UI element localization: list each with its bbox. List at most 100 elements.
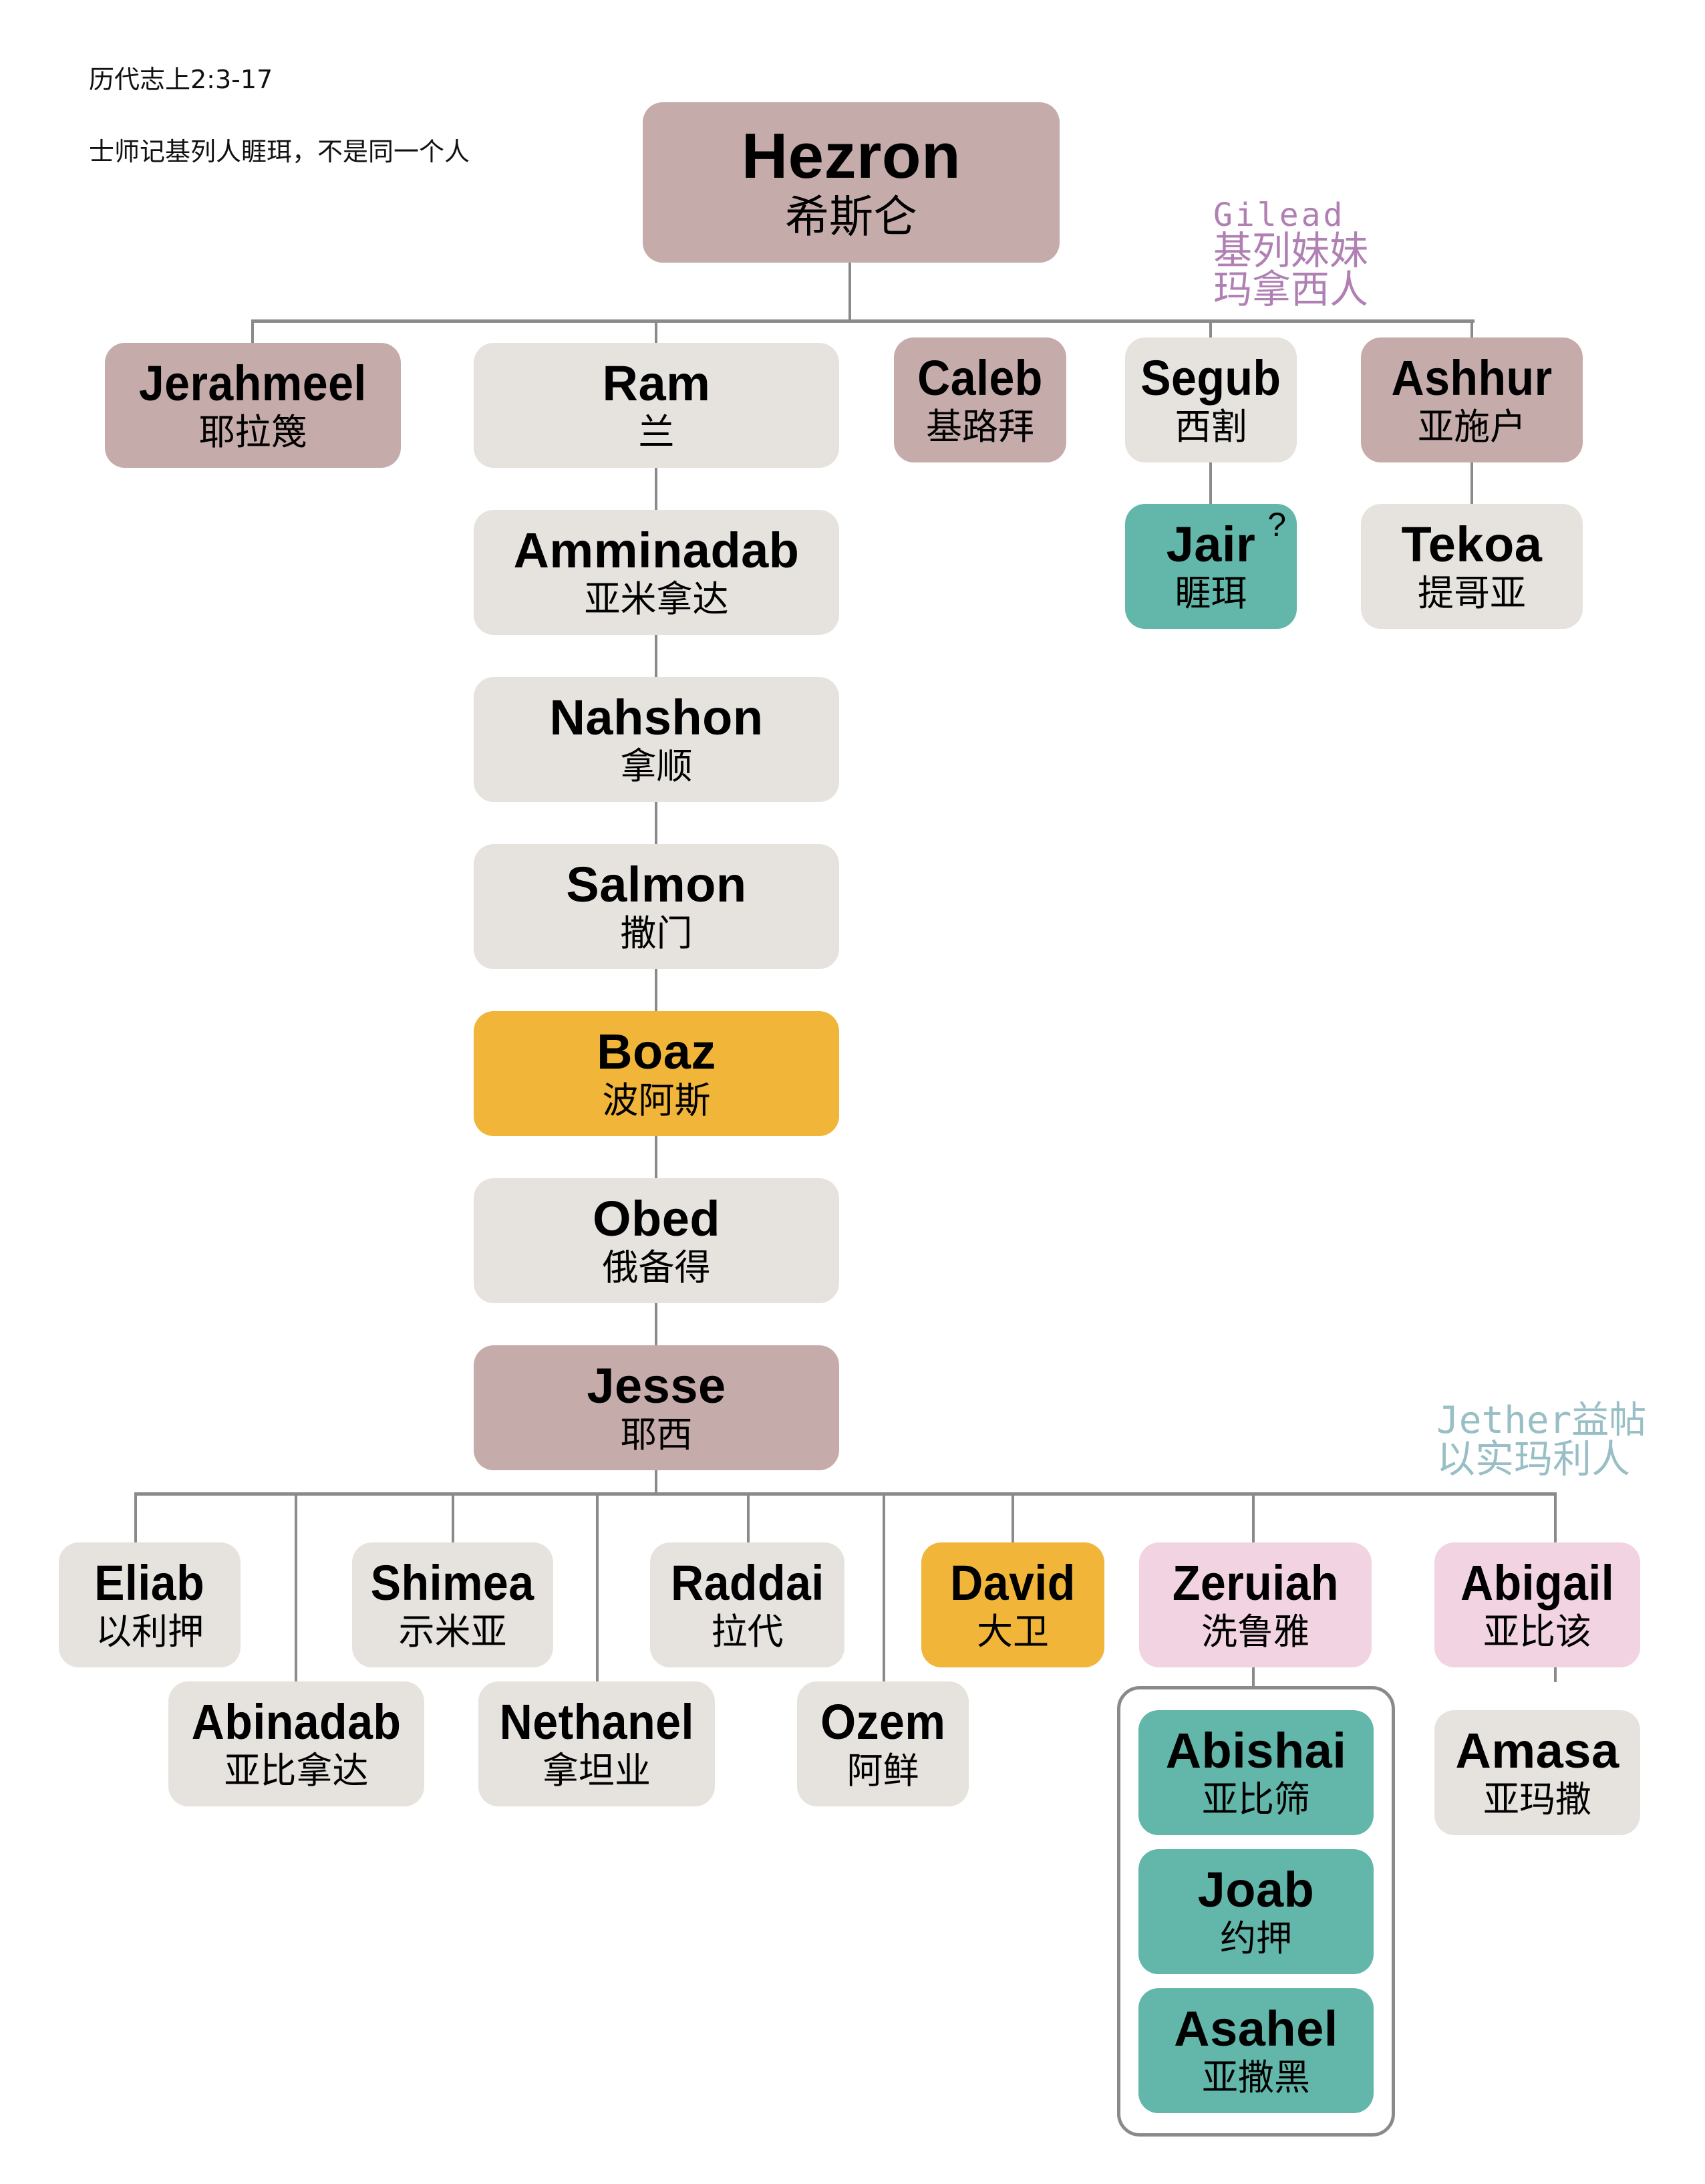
node-boaz[interactable]: Boaz 波阿斯 — [474, 1011, 839, 1136]
node-name-zh: 睚珥 — [1175, 572, 1247, 615]
node-obed[interactable]: Obed 俄备得 — [474, 1178, 839, 1303]
node-name-en: Abishai — [1165, 1723, 1347, 1779]
connector-boaz-obed — [655, 1136, 657, 1179]
node-amminadab[interactable]: Amminadab 亚米拿达 — [474, 510, 839, 635]
node-abigail[interactable]: Abigail 亚比该 — [1434, 1542, 1640, 1667]
connector-nahshon-salmon — [655, 802, 657, 845]
node-ram[interactable]: Ram 兰 — [474, 343, 839, 468]
node-name-zh: 洗鲁雅 — [1201, 1611, 1309, 1653]
connector-abigail-amasa — [1554, 1667, 1557, 1682]
node-tekoa[interactable]: Tekoa 提哥亚 — [1361, 504, 1583, 629]
connector-salmon-boaz — [655, 969, 657, 1012]
node-name-en: Zeruiah — [1172, 1555, 1339, 1611]
connector-eliab — [134, 1492, 137, 1543]
node-name-en: Jerahmeel — [138, 356, 367, 412]
node-abinadab[interactable]: Abinadab 亚比拿达 — [168, 1681, 424, 1806]
node-name-zh: 亚比该 — [1483, 1611, 1591, 1653]
node-salmon[interactable]: Salmon 撒门 — [474, 844, 839, 969]
node-name-en: Nethanel — [499, 1694, 694, 1750]
node-zeruiah[interactable]: Zeruiah 洗鲁雅 — [1139, 1542, 1372, 1667]
connector-ram-amminadab — [655, 468, 657, 511]
node-ashhur[interactable]: Ashhur 亚施户 — [1361, 337, 1583, 462]
node-name-en: Ashhur — [1391, 350, 1553, 406]
jether-annotation-line: Jether益帖 — [1436, 1399, 1647, 1442]
node-name-en: Amasa — [1455, 1723, 1619, 1779]
node-name-en: Salmon — [566, 857, 747, 913]
node-name-en: Obed — [592, 1191, 721, 1247]
connector-abigail — [1554, 1492, 1557, 1543]
node-caleb[interactable]: Caleb 基路拜 — [894, 337, 1066, 462]
node-name-en: Segub — [1140, 350, 1281, 406]
node-name-en: Jair — [1166, 517, 1256, 573]
connector-nethanel — [596, 1492, 599, 1682]
zeruiah-sons-group — [1117, 1686, 1395, 2137]
node-name-zh: 基路拜 — [926, 406, 1034, 448]
node-name-zh: 西割 — [1175, 406, 1247, 448]
node-name-zh: 以利押 — [96, 1611, 204, 1653]
node-name-zh: 阿鲜 — [846, 1750, 919, 1792]
connector-shimea — [452, 1492, 454, 1543]
node-name-en: Shimea — [371, 1555, 534, 1611]
node-name-en: Raddai — [670, 1555, 824, 1611]
connector-ashhur — [1470, 319, 1473, 338]
node-name-zh: 亚米拿达 — [584, 578, 729, 621]
node-name-en: Joab — [1197, 1862, 1315, 1918]
node-name-zh: 俄备得 — [602, 1246, 711, 1289]
node-nethanel[interactable]: Nethanel 拿坦业 — [478, 1681, 715, 1806]
node-shimea[interactable]: Shimea 示米亚 — [352, 1542, 553, 1667]
node-name-zh: 拿坦业 — [542, 1750, 651, 1792]
node-name-zh: 大卫 — [977, 1611, 1049, 1653]
node-jerahmeel[interactable]: Jerahmeel 耶拉篾 — [105, 343, 401, 468]
node-name-en: Ram — [602, 356, 711, 412]
node-eliab[interactable]: Eliab 以利押 — [59, 1542, 241, 1667]
node-jair[interactable]: Jair 睚珥 ? — [1125, 504, 1297, 629]
node-name-zh: 希斯仑 — [785, 191, 917, 243]
node-ozem[interactable]: Ozem 阿鲜 — [797, 1681, 969, 1806]
node-david[interactable]: David 大卫 — [921, 1542, 1104, 1667]
node-joab[interactable]: Joab 约押 — [1138, 1849, 1374, 1974]
connector-ozem — [883, 1492, 885, 1682]
node-name-zh: 耶西 — [620, 1413, 693, 1456]
node-nahshon[interactable]: Nahshon 拿顺 — [474, 677, 839, 802]
node-hezron[interactable]: Hezron 希斯仑 — [643, 102, 1060, 263]
connector-raddai — [747, 1492, 750, 1543]
gilead-annotation-line: Gilead — [1213, 196, 1346, 234]
node-name-en: Eliab — [94, 1555, 205, 1611]
remark-note: 士师记基列人睚珥，不是同一个人 — [89, 137, 470, 166]
node-name-en: Tekoa — [1401, 517, 1543, 573]
node-name-en: Abinadab — [191, 1694, 402, 1750]
reference-note: 历代志上2:3-17 — [89, 65, 273, 94]
connector-david — [1012, 1492, 1014, 1543]
node-name-zh: 亚施户 — [1418, 406, 1526, 448]
node-name-en: Boaz — [597, 1024, 716, 1080]
node-name-zh: 示米亚 — [398, 1611, 507, 1653]
node-asahel[interactable]: Asahel 亚撒黑 — [1138, 1988, 1374, 2113]
connector-jerahmeel — [251, 319, 254, 344]
node-abishai[interactable]: Abishai 亚比筛 — [1138, 1710, 1374, 1835]
node-name-en: Amminadab — [513, 523, 800, 579]
node-name-en: Ozem — [820, 1694, 946, 1750]
node-amasa[interactable]: Amasa 亚玛撒 — [1434, 1710, 1640, 1835]
connector-zeruiah — [1252, 1492, 1255, 1543]
connector-ram — [655, 319, 657, 344]
node-segub[interactable]: Segub 西割 — [1125, 337, 1297, 462]
connector-segub — [1209, 319, 1212, 338]
gilead-annotation: Gilead 基列妹妹 玛拿西人 — [1213, 199, 1368, 309]
node-jesse[interactable]: Jesse 耶西 — [474, 1345, 839, 1470]
connector-zeruiah-group — [1252, 1667, 1255, 1687]
node-name-zh: 波阿斯 — [602, 1079, 711, 1122]
connector-hezron-rail — [253, 319, 1475, 323]
connector-obed-jesse — [655, 1303, 657, 1346]
node-raddai[interactable]: Raddai 拉代 — [650, 1542, 844, 1667]
node-name-zh: 兰 — [638, 411, 675, 454]
connector-hezron-trunk — [848, 263, 851, 323]
connector-segub-jair — [1209, 462, 1212, 505]
node-name-zh: 约押 — [1220, 1917, 1292, 1960]
connector-ashhur-tekoa — [1470, 462, 1473, 505]
node-name-zh: 耶拉篾 — [198, 411, 307, 454]
node-name-en: Hezron — [741, 120, 961, 192]
jether-annotation-line: 以实玛利人 — [1436, 1436, 1631, 1482]
node-name-en: Caleb — [917, 350, 1043, 406]
node-name-en: Abigail — [1460, 1555, 1615, 1611]
node-name-zh: 亚撒黑 — [1202, 2056, 1310, 2099]
